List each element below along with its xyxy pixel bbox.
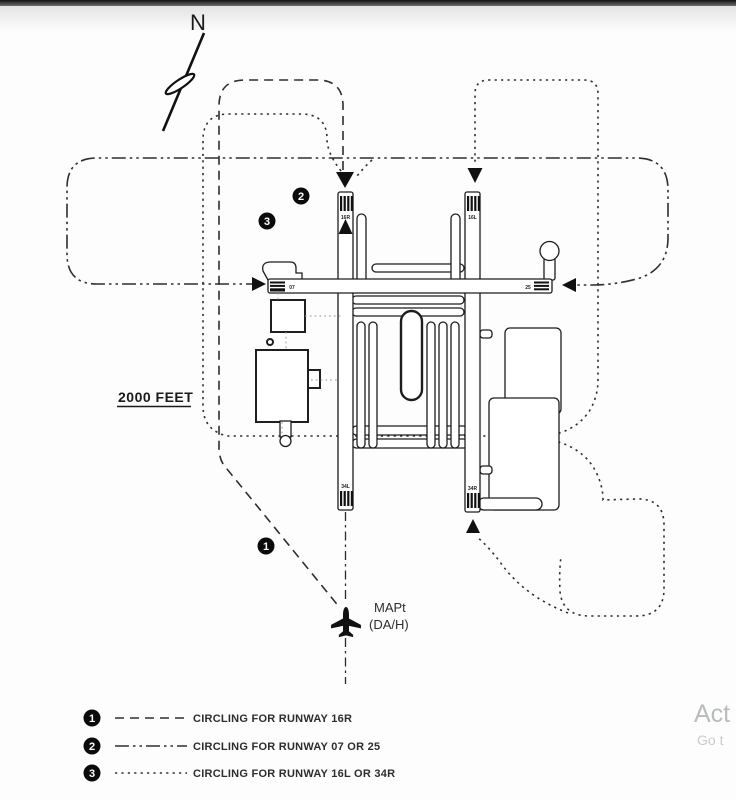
apron-connector (477, 497, 543, 511)
legend-item-1: 1 CIRCLING FOR RUNWAY 16R (83, 709, 352, 727)
top-scan-shadow (0, 6, 736, 32)
runway-label-16r: 16R (341, 215, 351, 221)
watermark-line2: Go t (697, 732, 724, 748)
runway-07-hammerhead (262, 261, 303, 281)
compass-cal-pad (279, 434, 292, 448)
arrow-to-runway-16r-icon (336, 172, 354, 188)
runway-label-07: 07 (289, 285, 295, 291)
top-window-bar (0, 0, 736, 6)
threshold-16r (340, 196, 353, 211)
legend-marker-1-circle (83, 709, 101, 727)
circling-16l-34r-left-path (202, 113, 546, 437)
threshold-25 (534, 281, 549, 291)
activation-watermark: Act Go t (694, 700, 730, 748)
airport-layout: 16R 34L 16L 34R 07 25 (255, 191, 562, 684)
airplane-icon (331, 607, 361, 638)
taxiway-strip (368, 321, 378, 449)
map-marker-2: 2 (292, 187, 310, 205)
legend-label-1: CIRCLING FOR RUNWAY 16R (193, 713, 352, 725)
taxiway-strip (438, 321, 448, 449)
runway-label-25: 25 (525, 285, 531, 291)
watermark-line1: Act (694, 700, 730, 728)
marker-2-circle (292, 187, 310, 205)
circling-16l-34r-spur-path (354, 159, 373, 180)
circling-pattern-16r (218, 79, 354, 609)
mapt-group: MAPt (DA/H) (331, 600, 409, 638)
threshold-34r (467, 493, 480, 508)
runway-16r-34l (337, 191, 354, 511)
taxiway-strip (371, 263, 465, 273)
building-terminal (255, 349, 309, 423)
circling-pattern-16l-34r (202, 79, 665, 617)
legend-label-2: CIRCLING FOR RUNWAY 07 OR 25 (193, 741, 380, 753)
circling-16r-path (218, 79, 344, 609)
runway-16l-34r (464, 191, 481, 513)
building-stub (307, 369, 321, 389)
approach-direction-arrow-icon (338, 219, 353, 234)
apron-connector (479, 465, 493, 475)
legend-item-3: 3 CIRCLING FOR RUNWAY 16L OR 34R (83, 764, 395, 782)
marker-2-number: 2 (298, 191, 304, 203)
circling-07-25-path (66, 157, 669, 286)
north-arrow: N (161, 10, 206, 132)
runup-pad-stub (543, 257, 556, 281)
threshold-16l (467, 196, 480, 211)
runway-label-16l: 16L (468, 215, 477, 221)
arrow-to-runway-07-icon (252, 277, 266, 291)
arrow-to-runway-16l-icon (467, 168, 483, 183)
map-marker-3: 3 (258, 212, 276, 230)
arrow-to-runway-25-icon (562, 278, 576, 292)
scale-bar: 2000 FEET (117, 389, 193, 408)
marker-1-number: 1 (263, 541, 269, 553)
apron-southeast (488, 397, 560, 511)
taxiway-strip (356, 321, 366, 449)
apron-connector (479, 329, 493, 339)
building-square (270, 299, 306, 333)
circling-16l-34r-arrow-stem-path (476, 536, 569, 614)
runway-07-25 (267, 278, 553, 294)
threshold-07 (270, 281, 285, 292)
point-feature (266, 338, 274, 346)
marker-3-number: 3 (264, 216, 270, 228)
legend-marker-2-circle (83, 737, 101, 755)
north-label: N (190, 10, 206, 35)
legend-label-3: CIRCLING FOR RUNWAY 16L OR 34R (193, 768, 395, 780)
legend: 1 CIRCLING FOR RUNWAY 16R 2 CIRCLING FOR… (83, 709, 395, 782)
mapt-label-line2: (DA/H) (369, 617, 409, 632)
map-marker-1: 1 (257, 537, 275, 555)
arrow-to-runway-34r-icon (466, 519, 480, 533)
scale-label: 2000 FEET (118, 389, 193, 405)
legend-marker-3-number: 3 (89, 768, 95, 780)
legend-item-2: 2 CIRCLING FOR RUNWAY 07 OR 25 (83, 737, 380, 755)
taxiway-strip (351, 295, 465, 305)
taxiway-strip (426, 321, 436, 449)
circling-16l-34r-lobe-path (551, 439, 665, 617)
circling-pattern-07-25 (66, 157, 669, 292)
north-needle-blade (164, 72, 196, 96)
taxiway-strip (450, 321, 460, 449)
mapt-label-line1: MAPt (374, 600, 406, 615)
runup-pad (539, 240, 560, 262)
runway-label-34l: 34L (341, 484, 350, 490)
threshold-34l (340, 491, 353, 506)
marker-1-circle (257, 537, 275, 555)
legend-marker-1-number: 1 (89, 713, 95, 725)
central-pad-oval (399, 309, 424, 402)
legend-marker-3-circle (83, 764, 101, 782)
runway-label-34r: 34R (468, 486, 478, 492)
marker-3-circle (258, 212, 276, 230)
legend-marker-2-number: 2 (89, 741, 95, 753)
